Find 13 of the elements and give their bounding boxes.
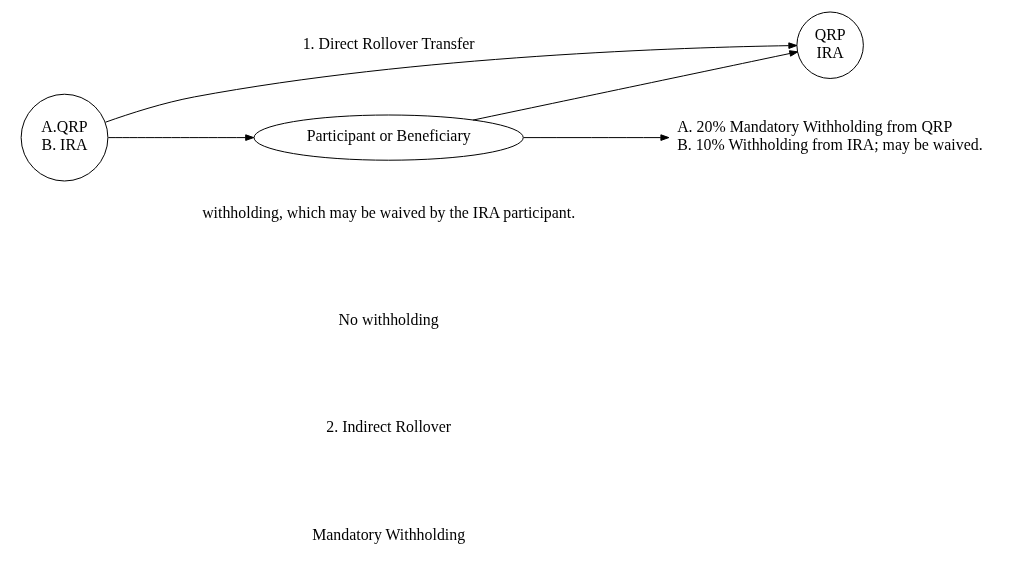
arrow: [104, 42, 797, 123]
label: 2. Indirect Rollover: [325, 418, 451, 436]
label: No withholding: [338, 311, 439, 329]
node-text: A. 20% Mandatory Withholding from QRP B. 10% Withholding from IRA; may be waived.: [676, 118, 983, 154]
node-circle: QRP IRA: [795, 11, 864, 79]
node-circle: A.QRP B. IRA: [20, 93, 108, 182]
arrow: [472, 50, 798, 121]
label: Mandatory Withholding: [311, 525, 465, 543]
node-ellipse: Participant or Beneficiary: [253, 114, 524, 161]
arrow: [522, 134, 669, 141]
arrow: [107, 134, 254, 141]
edge-label: 1. Direct Rollover Transfer: [302, 35, 475, 53]
label: withholding, which may be waived by the IRA participant.: [201, 203, 575, 221]
